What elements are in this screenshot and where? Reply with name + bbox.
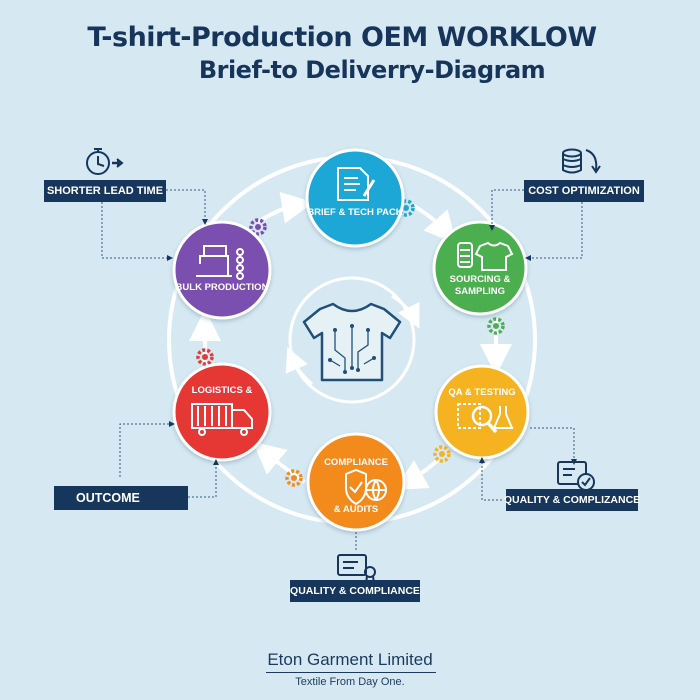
- stopwatch-icon: [86, 148, 124, 175]
- arrow-bulk-to-brief: [256, 191, 314, 224]
- callout-outcome: OUTCOME: [54, 486, 188, 510]
- stage-logistics[interactable]: [172, 362, 272, 462]
- document-pen-icon: [337, 167, 376, 201]
- coin-stack-icon: [562, 148, 601, 174]
- thread-shirt-icon: [457, 241, 514, 271]
- gear-purple-icon: [249, 218, 267, 236]
- stage-compliance[interactable]: [306, 432, 406, 532]
- footer-divider: [266, 672, 436, 673]
- callout-shorter-lead-time: SHORTER LEAD TIME: [44, 180, 166, 202]
- page-subtitle: Brief-to Deliverry-Diagram: [198, 56, 546, 84]
- arrow-qa-to-compliance: [394, 458, 440, 490]
- callout-quality-right: QUALITY & COMPLIZANCE: [504, 489, 640, 511]
- callout-cost-optimization: COST OPTIMIZATION: [524, 180, 644, 202]
- stage-brief[interactable]: [305, 148, 405, 248]
- callout-quality-bottom: QUALITY & COMPLIANCE: [290, 580, 420, 602]
- gear-red-icon: [196, 348, 214, 366]
- stage-qa[interactable]: [434, 364, 530, 460]
- shield-globe-icon: [345, 468, 387, 506]
- stage-label-brief: BRIEF & TECH PACK: [307, 207, 403, 218]
- arrow-compliance-to-logistics: [252, 441, 307, 484]
- company-name: Eton Garment Limited: [267, 650, 433, 669]
- gear-green-icon: [487, 317, 505, 335]
- certificate-check-icon: [557, 461, 595, 491]
- sewing-machine-icon: [196, 245, 244, 280]
- stage-label-compliance: COMPLIANCE: [324, 457, 388, 468]
- gear-orange-icon: [433, 445, 451, 463]
- stage-label-qa: QA & TESTING: [448, 387, 516, 398]
- company-tagline: Textile From Day One.: [295, 676, 405, 688]
- stage-label-compliance-2: & AUDITS: [333, 504, 379, 515]
- stage-label-bulk: BULK PRODUCTION: [175, 282, 269, 293]
- page-title: T-shirt-Production OEM WORKLOW: [87, 22, 597, 53]
- stage-label-logistics: LOGISTICS &: [191, 385, 253, 396]
- stage-sourcing[interactable]: [432, 220, 528, 316]
- center-tshirt-icon: [285, 276, 420, 404]
- truck-icon: [191, 403, 253, 436]
- stage-bulk[interactable]: [172, 220, 272, 320]
- gear-orange-icon: [285, 469, 303, 487]
- arrow-brief-to-sourcing: [411, 203, 457, 245]
- callout-connectors: [101, 189, 583, 552]
- magnifier-flask-icon: [457, 403, 514, 434]
- stage-label-sourcing: SOURCING & SAMPLING: [449, 274, 511, 297]
